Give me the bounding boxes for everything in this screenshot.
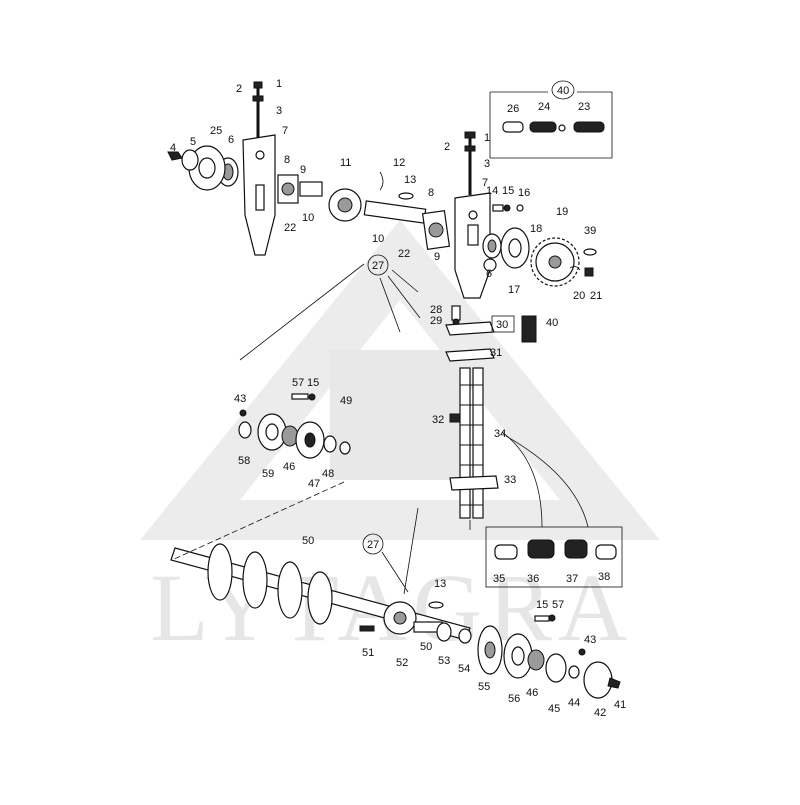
callout-20: 20 [573,290,585,302]
center-chain-assembly [445,305,499,519]
callout-49: 49 [340,395,352,407]
callout-25: 25 [210,125,222,137]
callout-16: 16 [518,187,530,199]
callout-38: 38 [598,571,610,583]
callout-31: 31 [490,347,502,359]
callout-17: 17 [508,284,520,296]
callout-46b: 46 [526,687,538,699]
callout-51: 51 [362,647,374,659]
callout-15b: 15 [536,599,548,611]
callout-36: 36 [527,573,539,585]
callout-32: 32 [432,414,444,426]
callout-9: 9 [300,164,306,176]
callout-46: 46 [283,461,295,473]
callout-50: 50 [302,535,314,547]
lower-auger-assembly [170,543,621,699]
callout-2: 2 [236,83,242,95]
callout-29: 29 [430,315,442,327]
callout-3b: 3 [484,158,490,170]
callout-45: 45 [548,703,560,715]
callout-7b: 7 [482,177,488,189]
callout-57: 57 [292,377,304,389]
callout-27: 27 [372,260,384,272]
right-upper-assembly [454,131,597,343]
callout-7: 7 [282,125,288,137]
callout-48: 48 [322,468,334,480]
left-upper-assembly [167,81,451,256]
callout-57b: 57 [552,599,564,611]
callout-39: 39 [584,225,596,237]
callout-9b: 9 [434,251,440,263]
callout-3: 3 [276,105,282,117]
callout-56: 56 [508,693,520,705]
callout-23: 23 [578,101,590,113]
callout-35: 35 [493,573,505,585]
callout-55: 55 [478,681,490,693]
callout-27b: 27 [367,539,379,551]
callout-14: 14 [486,185,498,197]
callout-5: 5 [190,136,196,148]
callout-18: 18 [530,223,542,235]
callout-15-mid: 15 [307,377,319,389]
left-middle-bearing-stack [238,393,351,459]
callout-6b: 6 [486,268,492,280]
callout-24: 24 [538,101,550,113]
callout-8: 8 [284,154,290,166]
callout-30: 30 [496,319,508,331]
callout-12: 12 [393,157,405,169]
inset-chain-links-40 [489,80,613,159]
callout-10b: 10 [372,233,384,245]
callout-15: 15 [502,185,514,197]
callout-10: 10 [302,212,314,224]
leader-lines [171,263,589,595]
callout-1b: 1 [484,132,490,144]
callout-34: 34 [494,428,506,440]
callout-13b: 13 [434,578,446,590]
callout-43: 43 [234,393,246,405]
callout-labels: 1 2 3 4 5 6 7 8 9 10 11 12 13 22 25 1 2 … [170,78,626,719]
callout-58: 58 [238,455,250,467]
callout-52: 52 [396,657,408,669]
callout-21: 21 [590,290,602,302]
callout-8b: 8 [428,187,434,199]
callout-22: 22 [284,222,296,234]
callout-22b: 22 [398,248,410,260]
callout-54: 54 [458,663,470,675]
callout-4: 4 [170,142,176,154]
callout-13: 13 [404,174,416,186]
callout-53: 53 [438,655,450,667]
inset-chain-links-35-38 [485,526,623,588]
callout-2b: 2 [444,141,450,153]
callout-40-inset: 40 [557,85,569,97]
callout-11: 11 [340,157,351,169]
callout-26: 26 [507,103,519,115]
callout-59: 59 [262,468,274,480]
callout-43b: 43 [584,634,596,646]
callout-50b: 50 [420,641,432,653]
callout-40: 40 [546,317,558,329]
callout-42: 42 [594,707,606,719]
callout-37: 37 [566,573,578,585]
callout-47: 47 [308,478,320,490]
callout-1: 1 [276,78,282,90]
callout-44: 44 [568,697,580,709]
callout-6: 6 [228,134,234,146]
callout-41: 41 [614,699,626,711]
callout-28: 28 [430,304,442,316]
callout-19: 19 [556,206,568,218]
callout-33: 33 [504,474,516,486]
